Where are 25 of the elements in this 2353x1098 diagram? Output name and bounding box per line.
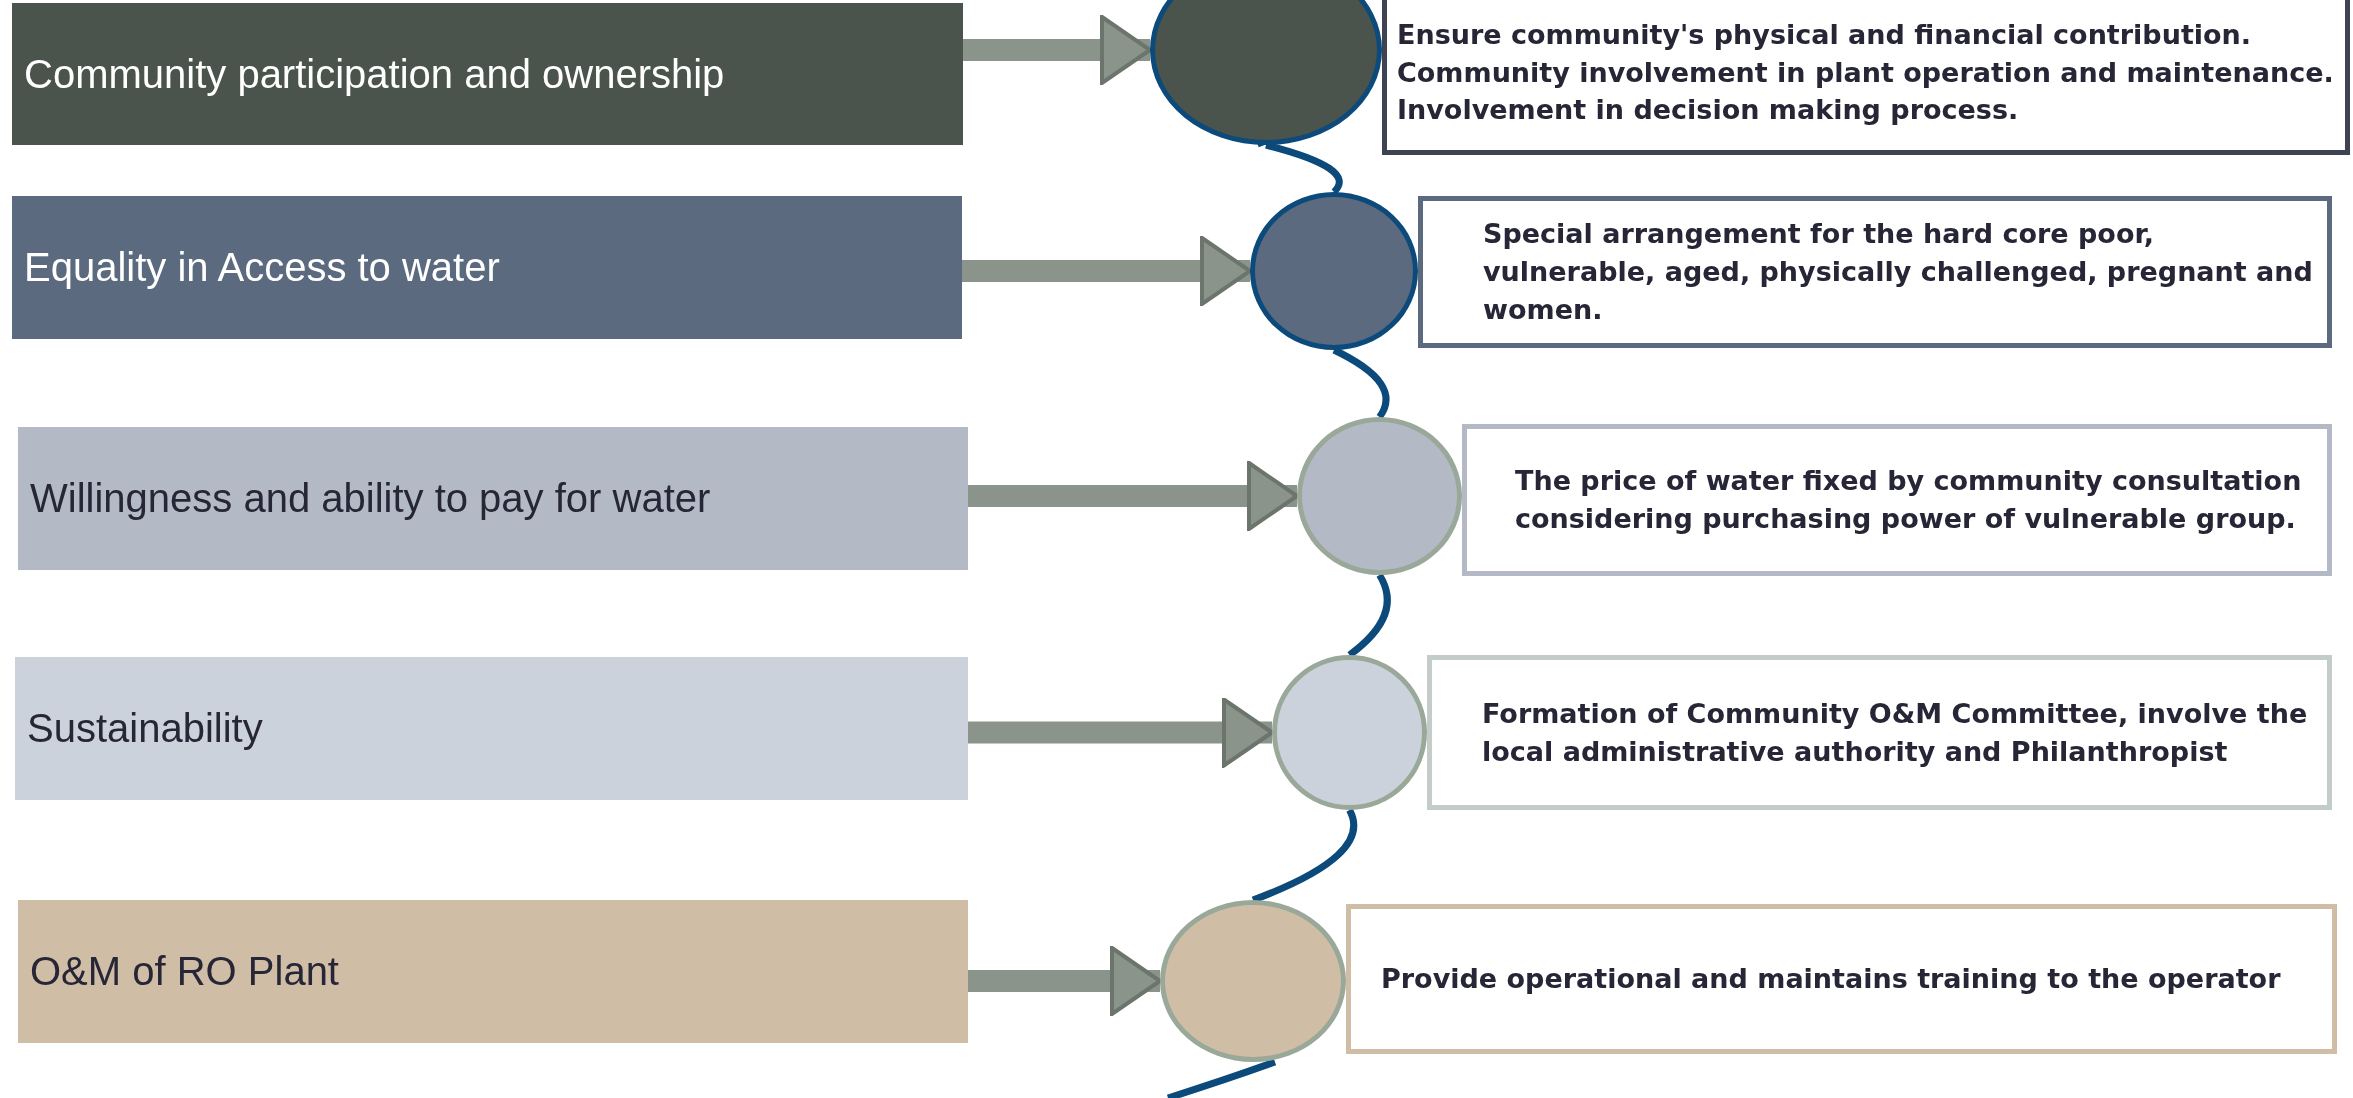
description-box [1462, 424, 2332, 576]
description-box [1346, 904, 2337, 1054]
description-box [1427, 655, 2332, 810]
topic-bar [12, 196, 962, 339]
topic-bar [12, 3, 963, 145]
description-text: Special arrangement for the hard core poor, vulnerable, aged, physically challenged, pregnant and women. [1483, 217, 2314, 327]
topic-bar [18, 427, 968, 570]
description-text: Community involvement in plant operation and maintenance. [1397, 55, 2335, 90]
description-box [1382, 0, 2350, 155]
topic-label: Community participation and ownership [24, 51, 725, 97]
topic-label: Equality in Access to water [24, 245, 500, 290]
topic-label: Sustainability [27, 706, 263, 751]
topic-label: O&M of RO Plant [30, 949, 339, 994]
description-text: Ensure community's physical and financial contribution. [1397, 17, 2253, 52]
description-text: Formation of Community O&M Committee, involve the local administrative authority and Philanthropist [1482, 696, 2309, 769]
arrow [968, 946, 1162, 1016]
description-text: Provide operational and maintains training to the operator [1381, 962, 2282, 997]
topic-bar [15, 657, 968, 800]
description-box [1418, 196, 2332, 348]
topic-label: Willingness and ability to pay for water [30, 476, 711, 521]
description-text: The price of water fixed by community consultation considering purchasing power of vulnerable group. [1515, 464, 2303, 536]
description-text: Involvement in decision making process. [1397, 93, 2020, 128]
connector-line [1347, 573, 1391, 658]
topic-bar [18, 900, 968, 1043]
arrow [963, 15, 1152, 85]
